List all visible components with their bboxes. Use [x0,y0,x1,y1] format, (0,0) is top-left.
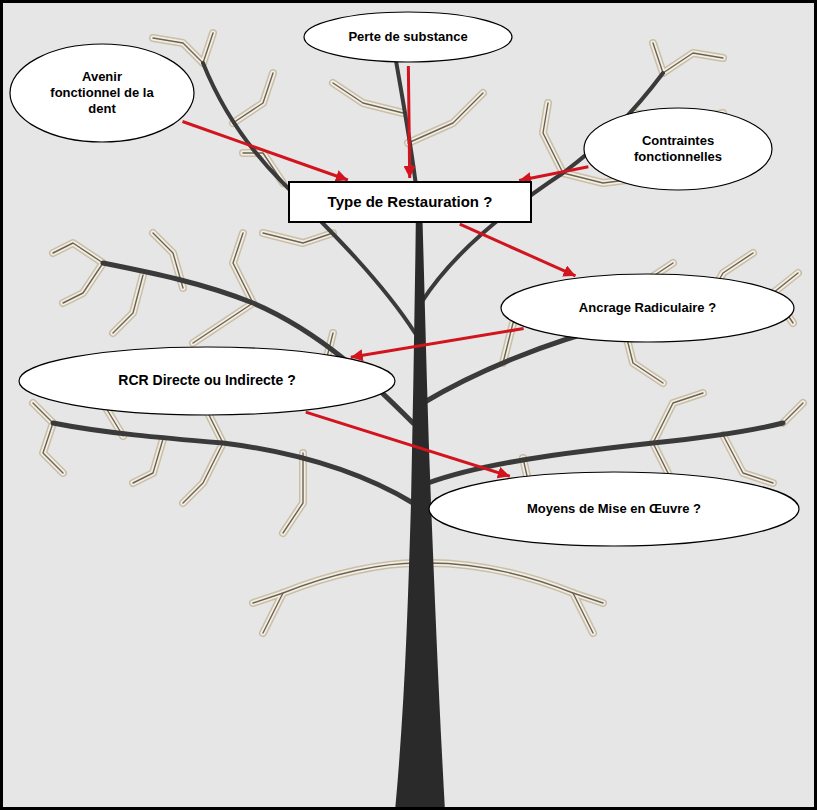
ellipse-shape [501,274,794,342]
node-label: Ancrage Radiculaire ? [579,300,716,316]
node-text-group: RCR Directe ou Indirecte ? [118,372,295,390]
node-label: Type de Restauration ? [328,193,493,212]
topic-ellipse: Moyens de Mise en Œuvre ? [428,471,800,547]
ellipse-shape [10,44,194,142]
node-text-group: Type de Restauration ? [328,193,493,212]
red-arrow [306,412,510,476]
node-label: Perte de substance [348,29,467,45]
ellipse-shape [584,108,772,190]
process-box: Type de Restauration ? [288,181,532,223]
red-arrow [351,329,524,358]
red-arrow [460,224,576,276]
node-text-group: Ancrage Radiculaire ? [579,300,716,316]
node-text-group: Perte de substance [348,29,467,45]
node-label: Avenir fonctionnel de la dent [46,69,158,118]
ellipse-shape [19,347,395,415]
ellipse-shape [304,12,512,62]
node-text-group: Contraintes fonctionnelles [626,133,730,166]
topic-ellipse: Ancrage Radiculaire ? [500,273,795,343]
node-label: Moyens de Mise en Œuvre ? [527,501,701,517]
node-label: RCR Directe ou Indirecte ? [118,372,295,390]
topic-ellipse: Perte de substance [303,11,513,63]
ellipse-shape [429,472,799,546]
topic-ellipse: Contraintes fonctionnelles [583,107,773,191]
red-arrow [519,167,588,181]
node-layer: Perte de substanceAvenir fonctionnel de … [3,3,817,810]
topic-ellipse: Avenir fonctionnel de la dent [9,43,195,143]
node-text-group: Avenir fonctionnel de la dent [46,69,158,118]
red-arrow [183,121,348,180]
node-text-group: Moyens de Mise en Œuvre ? [527,501,701,517]
red-arrow [408,66,409,178]
node-label: Contraintes fonctionnelles [626,133,730,166]
topic-ellipse: RCR Directe ou Indirecte ? [18,346,396,416]
